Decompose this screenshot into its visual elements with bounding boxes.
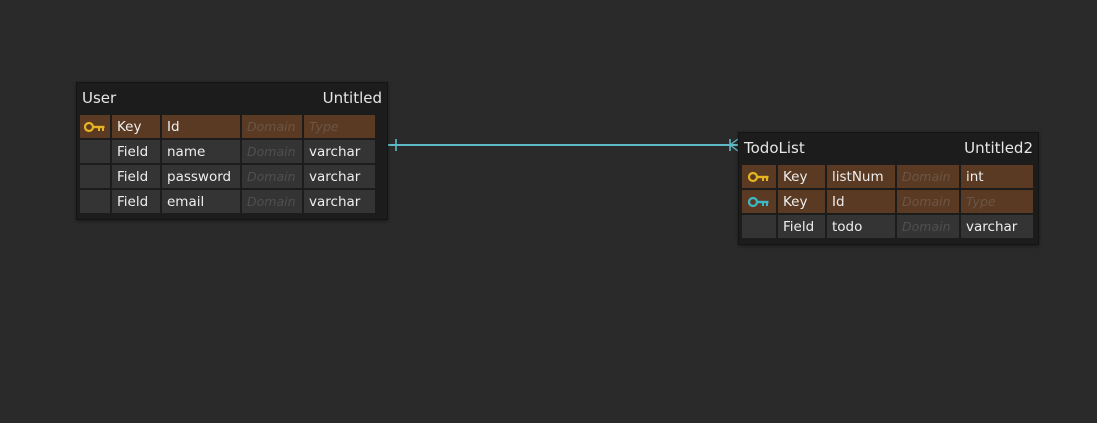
- attribute-kind[interactable]: Key: [778, 165, 825, 188]
- attribute-kind[interactable]: Key: [778, 190, 825, 213]
- attribute-type[interactable]: varchar: [304, 165, 375, 188]
- key-icon-cell: [80, 140, 110, 163]
- attribute-domain[interactable]: Domain: [242, 190, 302, 213]
- foreign-key-icon: [748, 196, 769, 207]
- many-cardinality-marker: [729, 138, 739, 152]
- key-icon-cell: [80, 165, 110, 188]
- attribute-domain[interactable]: Domain: [242, 140, 302, 163]
- attribute-kind[interactable]: Key: [112, 115, 160, 138]
- attribute-type[interactable]: Type: [961, 190, 1033, 213]
- key-icon-cell: [742, 165, 776, 188]
- attribute-type[interactable]: varchar: [961, 215, 1033, 238]
- attribute-kind[interactable]: Field: [112, 140, 160, 163]
- entity-name: TodoList: [744, 139, 805, 157]
- attribute-name[interactable]: email: [162, 190, 240, 213]
- attribute-domain[interactable]: Domain: [897, 215, 959, 238]
- primary-key-icon: [748, 171, 769, 182]
- attribute-name[interactable]: Id: [162, 115, 240, 138]
- attribute-kind[interactable]: Field: [778, 215, 825, 238]
- attribute-name[interactable]: todo: [827, 215, 895, 238]
- attribute-name[interactable]: password: [162, 165, 240, 188]
- attribute-name[interactable]: Id: [827, 190, 895, 213]
- key-icon-cell: [80, 115, 110, 138]
- attribute-domain[interactable]: Domain: [242, 165, 302, 188]
- attribute-name[interactable]: listNum: [827, 165, 895, 188]
- entity-table-name: Untitled: [322, 89, 382, 107]
- key-icon-cell: [80, 190, 110, 213]
- attribute-name[interactable]: name: [162, 140, 240, 163]
- entity-table-name: Untitled2: [964, 139, 1033, 157]
- attribute-domain[interactable]: Domain: [897, 190, 959, 213]
- attribute-kind[interactable]: Field: [112, 190, 160, 213]
- key-icon-cell: [742, 215, 776, 238]
- attribute-domain[interactable]: Domain: [897, 165, 959, 188]
- entity-header[interactable]: User Untitled: [77, 83, 387, 113]
- attribute-domain[interactable]: Domain: [242, 115, 302, 138]
- key-icon-cell: [742, 190, 776, 213]
- primary-key-icon: [84, 121, 105, 132]
- attribute-type[interactable]: varchar: [304, 140, 375, 163]
- attribute-type[interactable]: varchar: [304, 190, 375, 213]
- entity-header[interactable]: TodoList Untitled2: [739, 133, 1038, 163]
- attribute-type[interactable]: int: [961, 165, 1033, 188]
- attribute-type[interactable]: Type: [304, 115, 375, 138]
- entity-name: User: [82, 89, 117, 107]
- attribute-kind[interactable]: Field: [112, 165, 160, 188]
